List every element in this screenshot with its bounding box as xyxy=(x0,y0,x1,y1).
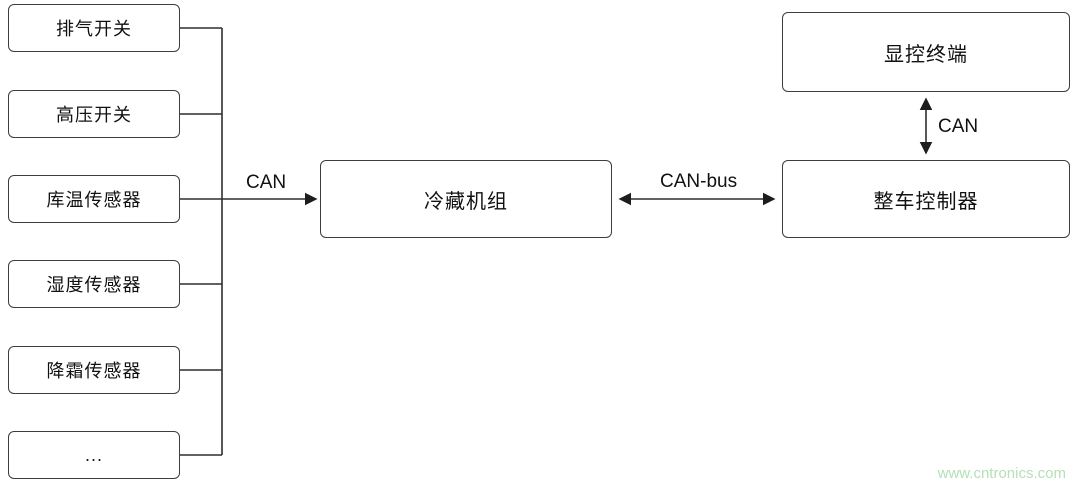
box-refrigeration-unit-label: 冷藏机组 xyxy=(424,190,508,213)
box-defrost-sensor-label: 降霜传感器 xyxy=(46,361,142,381)
box-exhaust-switch: 排气开关 xyxy=(8,4,180,52)
box-high-pressure-switch: 高压开关 xyxy=(8,90,180,138)
box-refrigeration-unit: 冷藏机组 xyxy=(320,160,612,238)
box-temp-sensor: 库温传感器 xyxy=(8,175,180,223)
edge-label-can-sensors: CAN xyxy=(246,172,287,193)
box-vehicle-controller-label: 整车控制器 xyxy=(873,190,979,213)
edge-label-can-terminal: CAN xyxy=(938,116,979,137)
box-defrost-sensor: 降霜传感器 xyxy=(8,346,180,394)
box-high-pressure-switch-label: 高压开关 xyxy=(56,105,132,125)
box-display-terminal: 显控终端 xyxy=(782,12,1070,92)
box-display-terminal-label: 显控终端 xyxy=(884,43,968,66)
box-vehicle-controller: 整车控制器 xyxy=(782,160,1070,238)
box-temp-sensor-label: 库温传感器 xyxy=(46,190,142,210)
watermark-text: www.cntronics.com xyxy=(937,465,1066,482)
box-humidity-sensor-label: 湿度传感器 xyxy=(46,275,142,295)
box-ellipsis: ... xyxy=(8,431,180,479)
edge-label-can-bus: CAN-bus xyxy=(660,171,738,192)
box-humidity-sensor: 湿度传感器 xyxy=(8,260,180,308)
box-ellipsis-label: ... xyxy=(84,444,103,465)
box-exhaust-switch-label: 排气开关 xyxy=(56,19,132,39)
